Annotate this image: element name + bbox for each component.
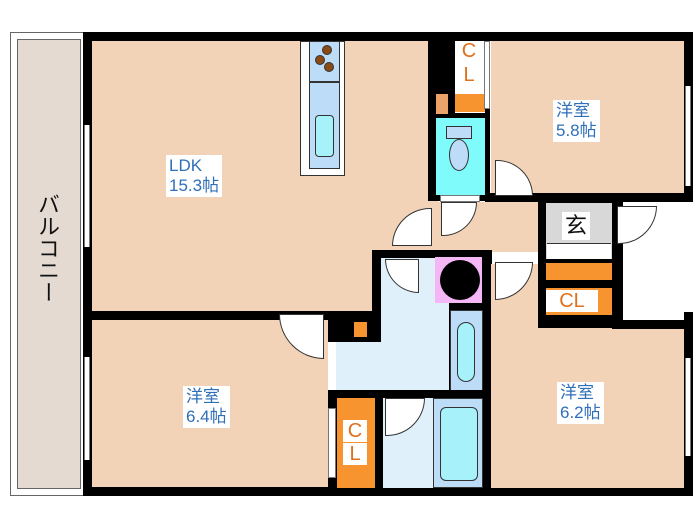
closet-top-door[interactable] [484, 41, 490, 109]
balcony-floor [17, 39, 81, 489]
closet-top-l: L [463, 64, 475, 86]
front-door[interactable] [617, 206, 657, 244]
outer-wall-bottom [83, 487, 693, 496]
wall-ldk-bedroom [92, 311, 372, 320]
closet-entrance-label: CL [546, 290, 598, 312]
closet-bottom-door[interactable] [328, 408, 336, 478]
bedroom-6-2-label: 洋室 6.2帖 [557, 382, 604, 424]
balcony-label: バルコニー [35, 193, 60, 303]
window-bedroom-6-2 [685, 358, 691, 456]
outer-wall-left [83, 32, 92, 496]
room-size: 6.2帖 [560, 403, 601, 422]
closet-top-side [436, 94, 448, 114]
vanity-basin-icon [457, 322, 475, 382]
closet-bottom-l: L [343, 443, 367, 465]
ldk-label: LDK 15.3帖 [166, 155, 223, 197]
toilet-door[interactable] [440, 195, 480, 202]
burner-icon [322, 45, 332, 55]
balcony: バルコニー [10, 32, 86, 496]
bathtub-icon [440, 407, 478, 481]
wall-bedroom-6-2-top [612, 320, 693, 329]
burner-icon [315, 55, 325, 65]
window-bedroom-6-4 [84, 357, 90, 460]
burner-icon [324, 62, 334, 72]
ldk-lower-extension [92, 200, 377, 312]
closet-top-c: C [461, 40, 477, 62]
toilet-tank [446, 126, 472, 139]
shoe-cabinet-doors[interactable] [547, 243, 611, 259]
room-name: 洋室 [560, 383, 594, 402]
genkan-label: 玄 [562, 212, 590, 240]
wall-bedroom-5-8-bottom [485, 193, 693, 202]
washroom-lower [336, 340, 449, 391]
closet-top-fill [455, 94, 485, 112]
room-name: 洋室 [556, 101, 590, 120]
toilet-bowl-icon [449, 139, 469, 171]
room-size: 5.8帖 [556, 121, 597, 140]
storage-small [354, 322, 367, 337]
room-size: 6.4帖 [186, 407, 227, 426]
room-size: 15.3帖 [169, 176, 220, 195]
kitchen-sink-icon [315, 115, 334, 157]
window-bedroom-5-8 [685, 86, 691, 186]
outer-wall-top [83, 32, 693, 41]
room-name: 洋室 [186, 387, 220, 406]
closet-entrance-top [546, 263, 612, 280]
closet-bottom-c: C [343, 420, 367, 442]
window-ldk [84, 125, 90, 247]
washer-icon [440, 260, 480, 300]
bedroom-6-4-label: 洋室 6.4帖 [183, 386, 230, 428]
room-name: LDK [169, 156, 203, 175]
bedroom-5-8-label: 洋室 5.8帖 [553, 100, 600, 142]
